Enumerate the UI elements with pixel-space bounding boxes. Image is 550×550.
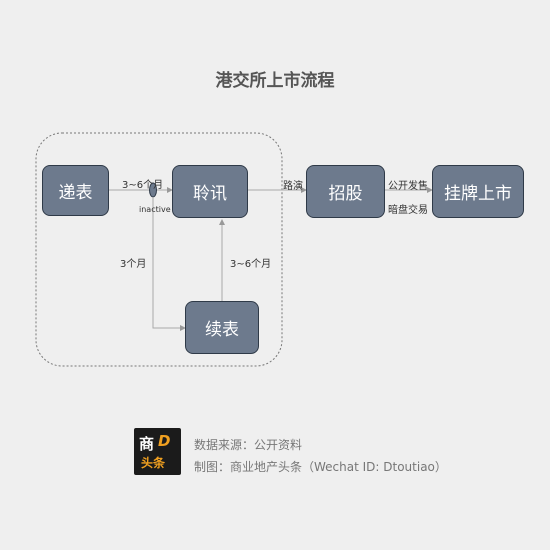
node-submit: 递表 (42, 165, 109, 216)
label-refile-to-hearing: 3~6个月 (230, 259, 272, 270)
logo-letter: D (158, 432, 171, 450)
label-public-offer: 公开发售 (388, 181, 428, 192)
arrow-inactive-to-refile (152, 197, 186, 331)
label-inactive: inactive (139, 205, 171, 214)
node-listing: 挂牌上市 (432, 165, 524, 218)
label-submit-to-hearing: 3~6个月 (122, 180, 164, 191)
node-offering: 招股 (306, 165, 385, 218)
pre-listing-group-boundary (35, 132, 283, 367)
node-refile: 续表 (185, 301, 259, 354)
label-roadshow: 路演 (283, 181, 303, 192)
label-grey-market: 暗盘交易 (388, 205, 428, 216)
label-to-refile: 3个月 (120, 259, 147, 270)
logo-text-bottom: 头条 (141, 456, 166, 470)
node-hearing: 聆讯 (172, 165, 248, 218)
made-by-text: 制图：商业地产头条（Wechat ID: Dtoutiao） (194, 460, 447, 474)
diagram-title: 港交所上市流程 (215, 71, 335, 91)
logo-text-top: 商 (139, 435, 155, 453)
data-source-text: 数据来源：公开资料 (194, 438, 303, 452)
brand-logo: 商 D 头条 (134, 428, 181, 475)
